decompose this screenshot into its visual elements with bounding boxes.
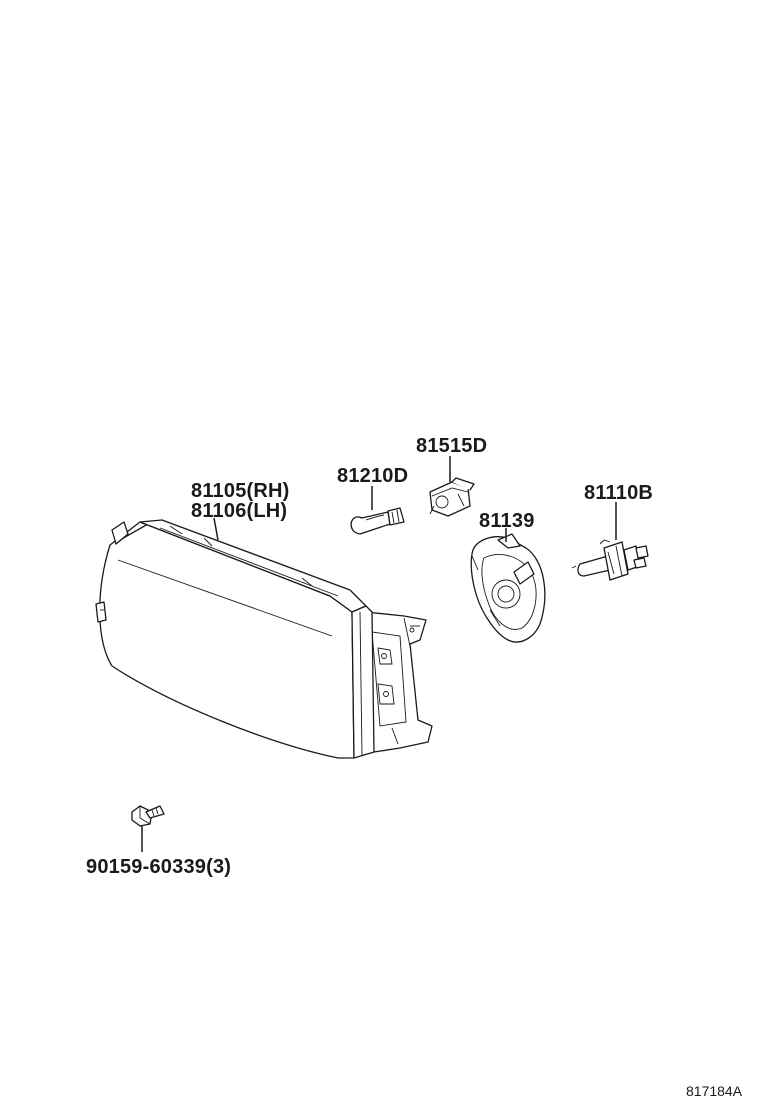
label-bulb-cover: 81139 <box>479 510 535 532</box>
headlamp-assembly <box>95 519 433 759</box>
headlamp-bracket <box>365 611 433 753</box>
socket <box>429 477 475 517</box>
label-headlamp-lh: 81106(LH) <box>191 500 287 522</box>
headlamp-lens <box>99 521 355 759</box>
label-headlamp-rh: 81105(RH) <box>191 480 290 502</box>
screw <box>131 805 165 827</box>
label-bulb-small: 81210D <box>337 465 408 487</box>
diagram-reference-code: 817184A <box>686 1083 743 1099</box>
label-bulb-h4: 81110B <box>584 482 653 504</box>
bulb-h4 <box>571 539 649 581</box>
label-screw: 90159-60339(3) <box>86 856 231 878</box>
bulb-small <box>350 507 405 535</box>
leader-lines <box>141 456 617 852</box>
label-socket: 81515D <box>416 435 487 457</box>
bulb-cover <box>470 533 546 643</box>
